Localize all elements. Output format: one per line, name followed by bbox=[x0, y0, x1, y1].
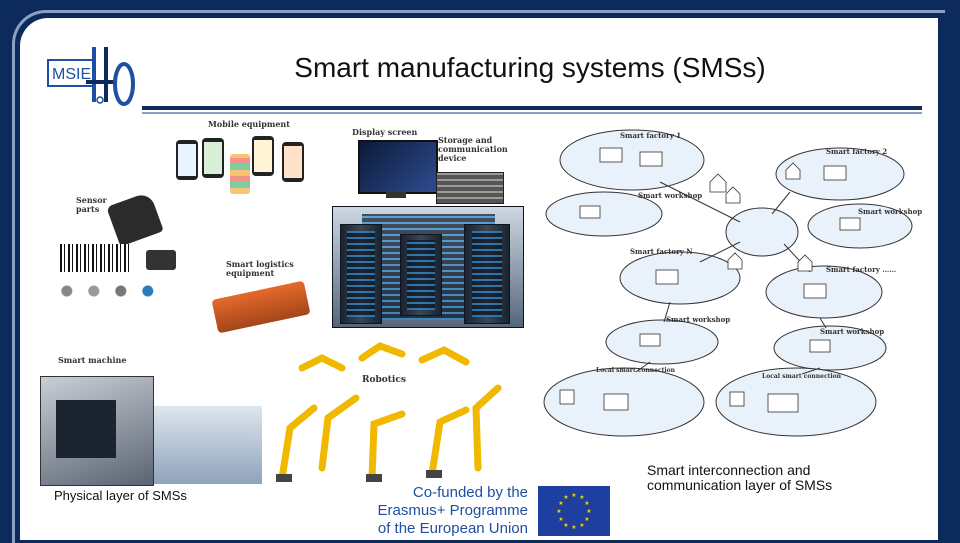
label-smart-factory-N: Smart factory N bbox=[630, 247, 693, 256]
label-smart-factory-2: Smart factory 2 bbox=[826, 147, 887, 156]
label-smart-workshop-d: Smart workshop bbox=[820, 327, 884, 336]
label-smart-workshop-a: Smart workshop bbox=[638, 191, 702, 200]
title-underline bbox=[142, 106, 922, 110]
mobile-device-3 bbox=[252, 136, 274, 176]
mobile-device-4 bbox=[282, 142, 304, 182]
mobile-device-1 bbox=[176, 140, 198, 180]
svg-text:★: ★ bbox=[584, 500, 589, 507]
storage-device-image bbox=[436, 172, 504, 204]
label-display-screen: Display screen bbox=[352, 128, 417, 137]
mobile-device-2 bbox=[202, 138, 224, 178]
display-stand bbox=[386, 192, 406, 198]
label-local-connection-1: Local smart connection bbox=[596, 367, 676, 374]
server-rack-center bbox=[400, 234, 442, 316]
sensor-probes-image bbox=[56, 274, 164, 308]
physical-layer-figure: Mobile equipment Display screen Storage … bbox=[36, 114, 576, 484]
physical-layer-caption: Physical layer of SMSs bbox=[54, 488, 187, 503]
cloud-internet-center bbox=[726, 208, 798, 256]
label-smart-factory-dots: Smart factory …… bbox=[826, 265, 896, 274]
app-icons-cluster bbox=[230, 154, 250, 194]
svg-text:★: ★ bbox=[571, 524, 576, 531]
msie-logo: MSIE bbox=[46, 42, 136, 112]
logo-text: MSIE bbox=[52, 66, 91, 83]
svg-text:★: ★ bbox=[579, 522, 584, 529]
eu-text-line-3: of the European Union bbox=[372, 520, 528, 538]
svg-text:★: ★ bbox=[563, 522, 568, 529]
label-smart-machine: Smart machine bbox=[58, 356, 126, 365]
cloud-smart-factory-N bbox=[620, 252, 740, 304]
eu-text-line-1: Co-funded by the bbox=[372, 484, 528, 502]
label-mobile-equipment: Mobile equipment bbox=[208, 120, 290, 129]
label-smart-workshop-b: Smart workshop bbox=[858, 207, 922, 216]
interconnection-layer-caption: Smart interconnection and communication … bbox=[647, 463, 877, 493]
svg-text:★: ★ bbox=[558, 500, 563, 507]
eu-flag-icon: ★★★ ★★★ ★★★ ★★★ bbox=[538, 486, 610, 536]
svg-text:★: ★ bbox=[556, 508, 561, 515]
server-rack-left bbox=[340, 224, 382, 324]
interconnection-layer-figure: Smart factory 1 Smart factory 2 Smart wo… bbox=[540, 122, 926, 458]
page-title: Smart manufacturing systems (SMSs) bbox=[220, 52, 840, 84]
robot-arms-illustration bbox=[262, 338, 506, 484]
eu-text-line-2: Erasmus+ Programme bbox=[372, 502, 528, 520]
factory-floor-image bbox=[154, 406, 262, 484]
svg-text:★: ★ bbox=[571, 492, 576, 499]
svg-text:★: ★ bbox=[558, 516, 563, 523]
cloud-workshop-lower-left bbox=[606, 320, 718, 364]
cnc-machine-window bbox=[56, 400, 116, 458]
svg-text:★: ★ bbox=[586, 508, 591, 515]
svg-text:★: ★ bbox=[584, 516, 589, 523]
display-screen-image bbox=[358, 140, 438, 194]
barcode-sensor-image bbox=[60, 244, 130, 272]
label-local-connection-2: Local smart connection bbox=[762, 373, 842, 380]
label-storage-communication: Storage and communication device bbox=[438, 136, 518, 162]
label-smart-factory-1: Smart factory 1 bbox=[620, 131, 681, 140]
label-smart-workshop-c: Smart workshop bbox=[666, 315, 730, 324]
server-rack-right bbox=[464, 224, 510, 324]
eu-funding-text: Co-funded by the Erasmus+ Programme of t… bbox=[372, 484, 528, 538]
agv-logistics-image bbox=[211, 281, 310, 334]
label-smart-logistics: Smart logistics equipment bbox=[226, 260, 296, 278]
svg-text:★: ★ bbox=[563, 494, 568, 501]
camera-sensor-image bbox=[146, 250, 176, 270]
